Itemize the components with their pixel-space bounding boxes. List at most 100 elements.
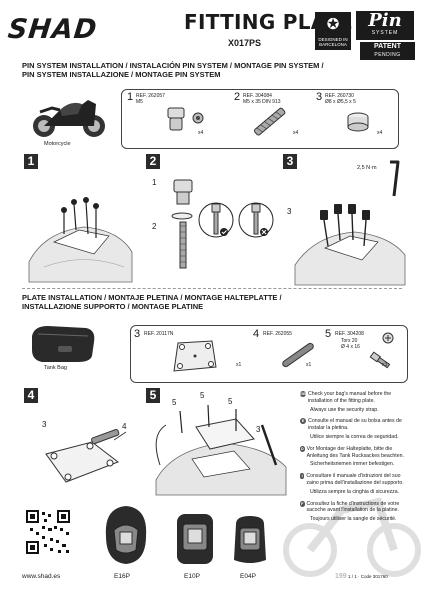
section1-heading: PIN SYSTEM INSTALLATION / INSTALACIÓN PI…: [22, 61, 352, 79]
fitting-plate-icon: [173, 340, 217, 372]
part6-qty: x3: [382, 362, 388, 368]
instruction-gb-text: Check your bag's manual before the insta…: [308, 391, 392, 404]
pin-system-badge: Pin SYSTEM: [356, 11, 414, 40]
step-1-badge: 1: [24, 154, 38, 169]
step-5-badge: 5: [146, 388, 160, 403]
allen-key-icon: [390, 160, 400, 197]
step3-tank-illustration: [294, 204, 406, 286]
part1-qty: x4: [198, 130, 204, 136]
step-4-badge: 4: [24, 388, 38, 403]
section1-heading-line1: PIN SYSTEM INSTALLATION / INSTALACIÓN PI…: [22, 61, 324, 70]
model-e04p-label: E04P: [240, 573, 256, 580]
torque-label: 2,5 N·m: [357, 165, 377, 171]
callout-4-3: 3: [42, 420, 47, 429]
part1-num: 1: [127, 91, 134, 103]
part3-ref: REF. 260730: [325, 93, 354, 99]
part3-num: 3: [316, 91, 323, 103]
callout-1: 1: [152, 178, 157, 187]
bag-model-e10p-icon: [177, 514, 213, 564]
parts-box-pin: [121, 89, 399, 149]
step-3-badge: 3: [283, 154, 297, 169]
qr-code-icon: [26, 510, 70, 554]
instructions-panel: GB Check your bag's manual before the in…: [300, 391, 412, 523]
step-2-badge: 2: [146, 154, 160, 169]
instruction-e-text: Consulte el manual de su bolsa antes de …: [308, 418, 402, 432]
pin-badge-big: Pin: [368, 10, 402, 31]
part2-qty: x4: [293, 130, 299, 136]
part1-ref: REF. 262057: [136, 93, 165, 99]
part5-qty: x1: [306, 362, 312, 368]
patent-line1: PATENT: [374, 43, 401, 50]
instruction-f-note: Toujours utiliser la sangle de sécurité.: [310, 516, 397, 523]
star-icon: ✪: [326, 16, 340, 33]
callout-5b: 5: [200, 391, 205, 400]
page-code: 199 1 / 1 · Code 301760: [335, 573, 388, 580]
part1-spec: M5: [136, 99, 143, 105]
lang-badge-e: E: [300, 418, 307, 425]
page-info: 1 / 1 · Code 301760: [347, 574, 388, 579]
motorcycle-label: Motorcycle: [44, 141, 71, 147]
instruction-i: I Consultare il manuale d'istruzioni del…: [300, 473, 412, 495]
designed-in-badge: ✪ DESIGNED IN BARCELONA: [315, 12, 351, 50]
section2-heading: PLATE INSTALLATION / MONTAJE PLETINA / M…: [22, 293, 352, 311]
section2-heading-line1: PLATE INSTALLATION / MONTAJE PLETINA / M…: [22, 293, 282, 302]
pin-bolt-icon: [167, 107, 204, 131]
page-prefix: 199: [335, 573, 347, 580]
callout-2: 2: [152, 222, 157, 231]
instruction-gb: GB Check your bag's manual before the in…: [300, 391, 412, 413]
lang-badge-i: I: [300, 473, 305, 480]
website-link[interactable]: www.shad.es: [22, 573, 61, 580]
part6-spec: Torx 20: [341, 338, 358, 344]
torx-screw-icon: [369, 332, 394, 369]
instruction-e: E Consulte el manual de su bolsa antes d…: [300, 418, 412, 440]
pin-badge-small: SYSTEM: [371, 30, 399, 36]
spacer-icon: [347, 112, 369, 132]
part2-spec: M5 x 35 DIN 913: [243, 99, 281, 105]
part4-ref: REF. 20117N: [144, 331, 174, 337]
callout-3: 3: [287, 207, 292, 216]
instruction-f-text: Consultez la fiche d'instructions de vot…: [306, 500, 400, 514]
part5-ref: REF. 262055: [263, 331, 292, 337]
motorcycle-icon: [33, 100, 105, 137]
watermark-motorcycle-icon: [283, 497, 421, 577]
instruction-f: F Consultez la fiche d'instructions de v…: [300, 500, 412, 523]
instruction-gb-note: Always use the security strap.: [310, 406, 379, 413]
product-reference: X017PS: [228, 38, 262, 48]
model-e10p-label: E10P: [184, 573, 200, 580]
part2-ref: REF. 304084: [243, 93, 272, 99]
instruction-d: D Vor Montage der Halteplatte, bitte die…: [300, 445, 412, 468]
callout-5-3: 3: [256, 425, 261, 434]
section-divider: [22, 288, 402, 289]
instruction-d-text: Vor Montage der Halteplatte, bitte die A…: [306, 445, 404, 459]
callout-5c: 5: [228, 397, 233, 406]
instruction-d-note: Sicherheitsriemen immer befestigen.: [310, 461, 395, 468]
bag-model-e16p-icon: [105, 506, 147, 564]
part3-spec: Ø8 x Ø5,5 x 5: [325, 99, 356, 105]
badge-text: DESIGNED IN BARCELONA: [318, 37, 348, 47]
tank-bag-label: Tank Bag: [44, 365, 67, 371]
step5-tank-illustration: [155, 404, 287, 496]
instruction-i-note: Utilizza sempre la cinghia di sicurezza.: [310, 488, 400, 495]
tank-bag-icon: [32, 326, 95, 362]
part2-num: 2: [234, 91, 241, 103]
patent-badge: PATENT PENDING: [360, 42, 415, 60]
brand-logo: SHAD: [6, 14, 99, 45]
step2-pin-assembly: [171, 179, 274, 269]
bag-model-e04p-icon: [234, 516, 266, 563]
model-e16p-label: E16P: [114, 573, 130, 580]
patent-line2: PENDING: [374, 52, 401, 58]
callout-5a: 5: [172, 398, 177, 407]
part4-qty: x1: [236, 362, 242, 368]
step4-plate-illustration: [45, 429, 127, 483]
parts-box-plate: [130, 325, 408, 383]
part6-spec2: Ø 4 x 16: [341, 344, 360, 350]
section2-heading-line2: INSTALLAZIONE SUPPORTO / MONTAGE PLATINE: [22, 302, 204, 311]
part3-qty: x4: [377, 130, 383, 136]
section1-heading-line2: PIN SYSTEM INSTALLAZIONE / MONTAGE PIN S…: [22, 70, 221, 79]
part5-num: 4: [253, 328, 260, 340]
strap-tube-icon: [282, 342, 314, 368]
step1-tank-illustration: [28, 197, 133, 283]
part4-num: 3: [134, 328, 141, 340]
lang-badge-gb: GB: [300, 391, 306, 397]
instruction-e-note: Utilice siempre la correa de seguridad.: [310, 433, 399, 440]
